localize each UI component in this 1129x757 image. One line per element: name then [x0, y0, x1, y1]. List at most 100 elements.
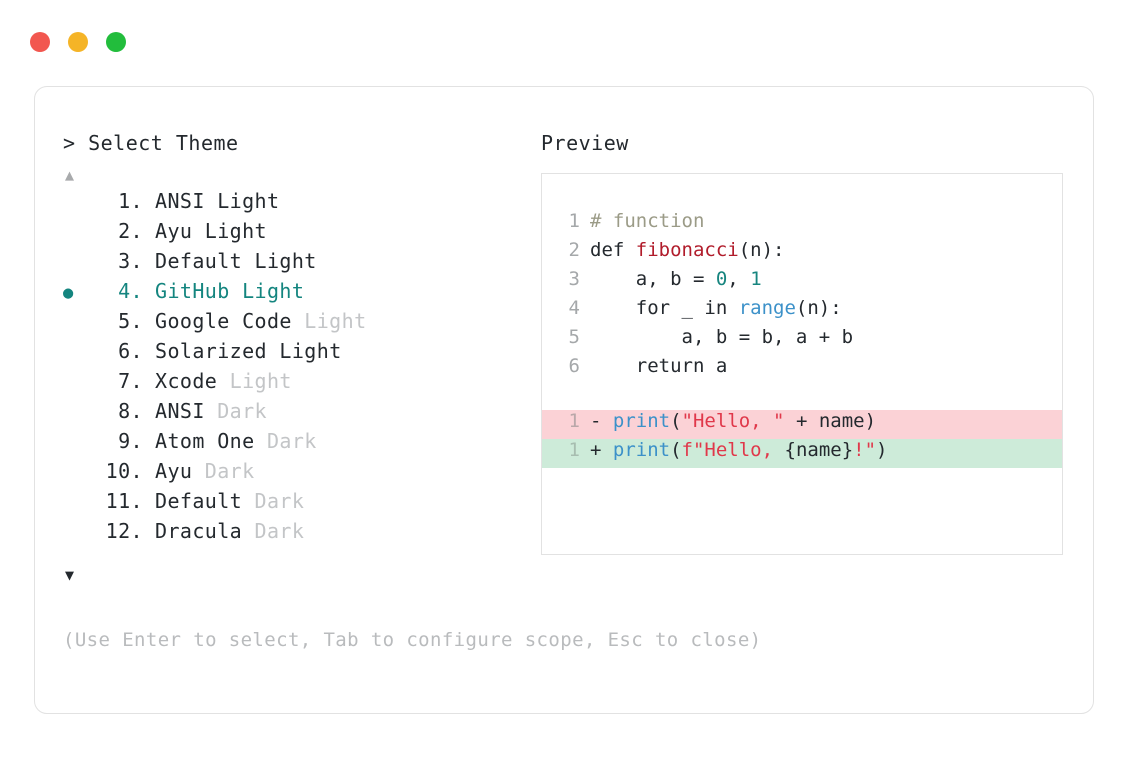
line-number: 1 — [568, 439, 580, 461]
code-line: 5 a, b = b, a + b — [542, 326, 1062, 355]
line-number: 3 — [568, 268, 580, 290]
diff-removed-line: 1- print("Hello, " + name) — [542, 410, 1062, 439]
code-line: 2 def fibonacci(n): — [542, 239, 1062, 268]
theme-list-item[interactable]: 1. ANSI Light — [63, 189, 533, 219]
theme-list-item[interactable]: 6. Solarized Light — [63, 339, 533, 369]
theme-item-variant: Light — [229, 279, 305, 303]
scroll-up-icon[interactable]: ▲ — [65, 166, 75, 184]
theme-item-number: 9. — [118, 429, 143, 453]
window-controls — [30, 32, 126, 52]
theme-item-number: 7. — [118, 369, 143, 393]
code-line: 4 for _ in range(n): — [542, 297, 1062, 326]
theme-item-variant: Light — [204, 189, 280, 213]
theme-list-item[interactable]: 9.Atom One Dark — [63, 429, 533, 459]
bullet-placeholder — [63, 253, 91, 273]
bullet-placeholder — [63, 313, 91, 333]
code-content: print(f"Hello, {name}!") — [613, 439, 888, 461]
bullet-placeholder — [63, 223, 91, 243]
bullet-placeholder — [63, 493, 91, 513]
code-token: f"Hello, — [681, 439, 785, 461]
theme-list-item[interactable]: 11.Default Dark — [63, 489, 533, 519]
theme-list-item[interactable]: ●4.GitHub Light — [63, 279, 533, 309]
preview-label: Preview — [541, 131, 629, 155]
theme-item-name: Ayu — [155, 459, 193, 483]
diff-block: 1- print("Hello, " + name)1+ print(f"Hel… — [542, 410, 1062, 468]
theme-item-variant: Light — [266, 339, 342, 363]
line-number: 5 — [568, 326, 580, 348]
code-token: # function — [590, 210, 705, 232]
theme-item-name: ANSI — [155, 399, 205, 423]
code-content: for _ in range(n): — [590, 297, 842, 319]
code-token: , — [727, 268, 751, 290]
theme-item-name: ANSI — [155, 189, 205, 213]
bullet-placeholder — [63, 403, 91, 423]
theme-list-item[interactable]: 12.Dracula Dark — [63, 519, 533, 549]
theme-item-name: Google Code — [155, 309, 292, 333]
bullet-placeholder — [63, 523, 91, 543]
theme-item-name: Solarized — [155, 339, 267, 363]
theme-item-number: 10. — [105, 459, 143, 483]
code-token: "Hello, " — [681, 410, 785, 432]
line-number: 4 — [568, 297, 580, 319]
bullet-placeholder — [63, 433, 91, 453]
diff-sign: + — [590, 439, 613, 461]
code-token: ) — [876, 439, 888, 461]
theme-list-item[interactable]: 2.Ayu Light — [63, 219, 533, 249]
theme-item-name: Dracula — [155, 519, 243, 543]
theme-item-number: 6. — [118, 339, 143, 363]
theme-item-variant: Light — [217, 369, 292, 393]
code-token: {name} — [784, 439, 854, 461]
code-token: 1 — [750, 268, 762, 290]
theme-item-variant: Dark — [242, 489, 305, 513]
code-content: def fibonacci(n): — [590, 239, 784, 261]
theme-item-variant: Light — [291, 309, 367, 333]
bullet-placeholder — [63, 343, 91, 363]
theme-item-name: Ayu — [155, 219, 193, 243]
code-token: return a — [590, 355, 728, 377]
keyboard-hint: (Use Enter to select, Tab to configure s… — [63, 629, 762, 651]
selected-bullet-icon: ● — [63, 283, 74, 303]
theme-list-item[interactable]: 5.Google Code Light — [63, 309, 533, 339]
code-token: (n): — [795, 297, 842, 319]
bullet-placeholder — [63, 193, 91, 213]
minimize-window-button[interactable] — [68, 32, 88, 52]
theme-item-variant: Light — [242, 249, 317, 273]
theme-item-number: 3. — [118, 249, 143, 273]
code-spacer — [542, 384, 1062, 410]
theme-list-item[interactable]: 10. Ayu Dark — [63, 459, 533, 489]
theme-item-number: 2. — [118, 219, 143, 243]
code-token: def — [590, 239, 636, 261]
theme-picker-card: > Select Theme ▲ 1.ANSI Light 2.Ayu Ligh… — [34, 86, 1094, 714]
code-token: print — [612, 410, 671, 432]
code-token: range — [738, 297, 796, 319]
code-token: + name) — [784, 410, 877, 432]
theme-item-number: 1. — [118, 189, 143, 213]
bullet-placeholder — [63, 373, 91, 393]
code-token: !" — [853, 439, 877, 461]
line-number: 2 — [568, 239, 580, 261]
code-line: 3 a, b = 0, 1 — [542, 268, 1062, 297]
diff-added-line: 1 + print(f"Hello, {name}!") — [542, 439, 1062, 468]
code-token: (n): — [738, 239, 785, 261]
line-number: 6 — [568, 355, 580, 377]
theme-list-item[interactable]: 3. Default Light — [63, 249, 533, 279]
close-window-button[interactable] — [30, 32, 50, 52]
code-token: for _ in — [590, 297, 739, 319]
scroll-down-icon[interactable]: ▼ — [65, 566, 75, 584]
code-line: 1# function — [542, 210, 1062, 239]
theme-item-number: 4. — [118, 279, 143, 303]
theme-list-item[interactable]: 7. Xcode Light — [63, 369, 533, 399]
maximize-window-button[interactable] — [106, 32, 126, 52]
theme-item-name: Xcode — [155, 369, 218, 393]
theme-item-name: Default — [155, 249, 243, 273]
code-token: ( — [670, 410, 682, 432]
code-content: a, b = 0, 1 — [590, 268, 762, 290]
code-content: # function — [590, 210, 704, 232]
theme-list-item[interactable]: 8.ANSI Dark — [63, 399, 533, 429]
theme-item-variant: Dark — [254, 429, 317, 453]
code-line: 6 return a — [542, 355, 1062, 384]
theme-item-variant: Dark — [192, 459, 255, 483]
